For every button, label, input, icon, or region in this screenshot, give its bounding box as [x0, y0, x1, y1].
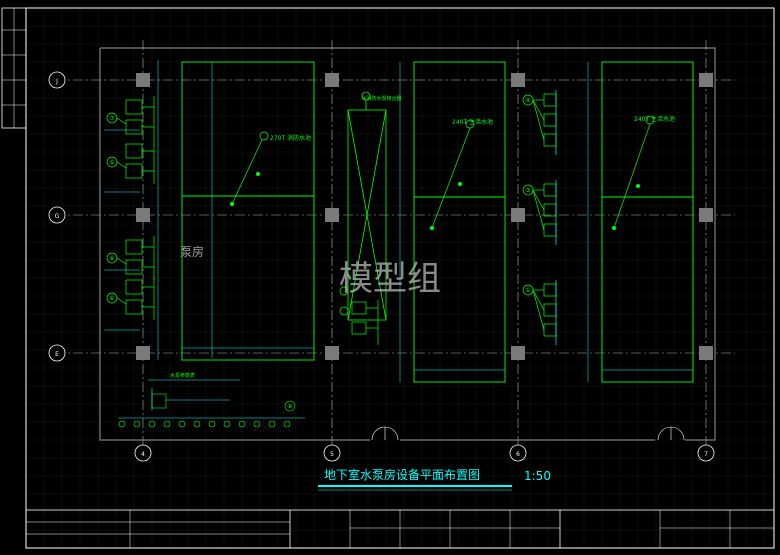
water-tank-3 [601, 61, 694, 383]
equipment-callout-circle [284, 400, 296, 412]
grid-row-label: G [55, 213, 60, 220]
grid-col-label: 7 [704, 451, 708, 458]
pump-table-note: 水泵参数表 [170, 372, 195, 379]
structural-column [136, 208, 150, 222]
pump-unit [543, 223, 557, 237]
axis-lines [55, 40, 735, 445]
pump-unit [543, 133, 557, 147]
valve-fixture [148, 420, 156, 428]
columns [136, 73, 713, 360]
structural-column [699, 208, 713, 222]
valve-fixture [118, 420, 126, 428]
pump-unit [543, 283, 557, 297]
tank-label: 240T 生活水池 [452, 118, 493, 126]
pump-unit [543, 93, 557, 107]
structural-column [699, 73, 713, 87]
structural-column [325, 208, 339, 222]
grid-col-markers: 4 5 6 7 [134, 444, 715, 462]
title-block [25, 509, 775, 549]
valve-fixture [253, 420, 261, 428]
valve-fixture [223, 420, 231, 428]
bottom-fixtures: ⑨ [118, 400, 305, 428]
room-label: 泵房 [180, 244, 204, 259]
equipment-callout-label: ⑦ [109, 115, 115, 122]
structural-column [511, 208, 525, 222]
equipment-callout-label: ③ [525, 187, 530, 194]
drawing-title: 地下室水泵房设备平面布置图 [324, 467, 480, 482]
tank-callout-1: 270T 消防水池 [230, 131, 311, 206]
pump-group-right: ④ ③ ① [522, 90, 557, 345]
equipment-callout-label: ⑧ [109, 255, 114, 262]
doors [371, 426, 685, 441]
equipment-callout-label: ⑤ [109, 159, 114, 166]
grid-col-label: 5 [330, 451, 334, 458]
structural-column [511, 346, 525, 360]
structural-column [699, 346, 713, 360]
pump-group-left: ⑦ ⑤ ⑧ ⑥ [106, 96, 155, 320]
water-tank-2 [413, 61, 506, 383]
grid-col-label: 4 [141, 451, 145, 458]
tank-label: 270T 消防水池 [270, 134, 311, 142]
grid-row-markers: J G E [48, 71, 66, 362]
structural-column [136, 346, 150, 360]
valve-fixture [283, 420, 291, 428]
valve-fixture [178, 420, 186, 428]
pump-detail [148, 379, 240, 410]
tank-dimensions [182, 62, 693, 382]
valve-fixture [133, 420, 141, 428]
valve-fixture [238, 420, 246, 428]
building-outline [99, 47, 716, 441]
valve-fixture [208, 420, 216, 428]
equipment-callout-label: ① [525, 287, 530, 294]
left-dimension-line [104, 60, 159, 360]
equipment-callout-label: ⑨ [287, 403, 292, 410]
tank-label: 240T 生活水池 [634, 115, 675, 123]
structural-column [325, 346, 339, 360]
pump-unit [543, 183, 557, 197]
valve-fixture [193, 420, 201, 428]
pump-group-middle [339, 286, 379, 345]
drawing-scale: 1:50 [524, 469, 551, 483]
grid-row-label: E [55, 351, 59, 358]
structural-column [511, 73, 525, 87]
watermark: 模型组 [339, 259, 441, 299]
valve-fixture [163, 420, 171, 428]
tank-callout-3: 240T 生活水池 [612, 115, 675, 230]
central-shaft [347, 91, 387, 321]
shaft-note: ④消防水泵接合器 [362, 95, 401, 102]
grid-col-label: 6 [516, 451, 520, 458]
pump-unit [543, 323, 557, 337]
equipment-callout-label: ⑥ [109, 295, 114, 302]
structural-column [136, 73, 150, 87]
grid-row-label: J [55, 78, 58, 85]
water-tank-1 [181, 61, 315, 361]
tank-callout-2: 240T 生活水池 [430, 118, 493, 230]
valve-fixture [268, 420, 276, 428]
structural-column [325, 73, 339, 87]
equipment-callout-label: ④ [525, 97, 530, 104]
